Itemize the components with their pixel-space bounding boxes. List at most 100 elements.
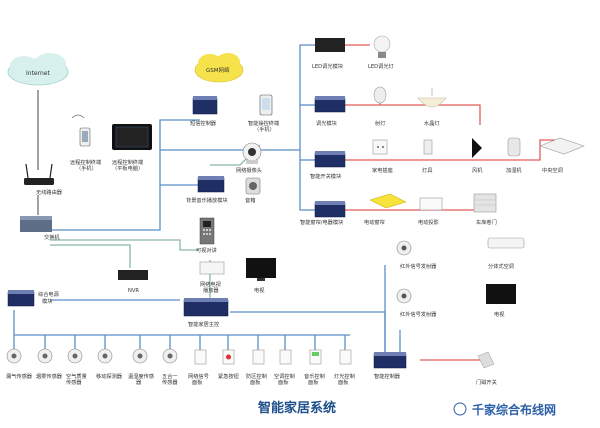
humidifier-label: 加湿机 <box>506 166 522 174</box>
wire-bus-curtain <box>299 150 315 211</box>
svg-text:面板: 面板 <box>338 378 349 386</box>
socket-label: 家电插座 <box>372 166 393 174</box>
ir-emitter-1-icon <box>396 240 412 256</box>
air-sensor-icon <box>67 348 83 364</box>
gsm-cloud: GSM网络 <box>194 53 244 83</box>
svg-text:移动探测器: 移动探测器 <box>96 372 123 380</box>
five-in-one-sensor-icon <box>162 348 178 364</box>
garage-label: 车库卷门 <box>476 218 497 226</box>
fan-label: 风机 <box>472 166 483 174</box>
svg-text:五合一: 五合一 <box>162 372 178 380</box>
set-top-label: 网络电视 <box>200 280 221 288</box>
svg-text:空气质量: 空气质量 <box>66 372 87 380</box>
ir-1-label: 红外信号发射器 <box>400 262 437 270</box>
zone-panel-icon <box>252 349 265 365</box>
sms-label: 短信控制器 <box>190 119 217 127</box>
tv2-label: 电视 <box>494 310 504 318</box>
set-top-box-icon <box>199 261 225 275</box>
network-panel-icon <box>194 349 207 365</box>
curtain-module-icon <box>314 201 346 218</box>
wire-switch-nvr <box>50 244 131 268</box>
smart-phone-icon <box>259 94 273 116</box>
wire-main-bus <box>50 44 315 231</box>
ir-2-label: 红外信号发射器 <box>400 310 437 318</box>
music-panel-icon <box>309 349 322 365</box>
power-module-icon <box>7 290 35 307</box>
tv2-icon <box>486 284 516 304</box>
svg-text:（手机）: （手机） <box>254 125 275 133</box>
wire-switch-out <box>345 139 555 161</box>
crystal-light-label: 水晶灯 <box>424 119 440 127</box>
speaker-label: 音箱 <box>245 196 255 204</box>
fan-icon <box>472 138 482 158</box>
svg-text:防区控制: 防区控制 <box>246 372 267 380</box>
lamp-icon <box>423 139 433 155</box>
internet-label: Internet <box>26 70 50 77</box>
svg-text:器: 器 <box>136 379 142 386</box>
wire-switch-intercom <box>50 239 198 251</box>
music-module-icon <box>197 176 225 193</box>
gsm-label: GSM网络 <box>206 66 230 74</box>
svg-text:音乐控制: 音乐控制 <box>304 372 325 380</box>
projector-label: 电动投影 <box>418 218 439 226</box>
remote-tablet-label: 远程控制终端 <box>112 158 143 166</box>
camera-icon <box>242 142 262 164</box>
sensor-labels: 漏气传感器 烟雾传感器 空气质量 传感器 移动探测器 温湿度传感 器 五合一 传… <box>6 372 355 386</box>
sensors-row <box>6 348 178 364</box>
dimmer-label: 调光模块 <box>316 119 338 127</box>
svg-text:传感器: 传感器 <box>162 378 178 386</box>
svg-text:空调控制: 空调控制 <box>274 372 295 380</box>
led-module-icon <box>315 38 345 52</box>
dimmer-module-icon <box>314 96 346 113</box>
svg-text:面板: 面板 <box>192 378 203 386</box>
svg-text:烟雾传感器: 烟雾传感器 <box>36 372 63 380</box>
panels-row <box>194 349 352 365</box>
door-magnet-label: 门磁开关 <box>476 378 497 386</box>
svg-text:温湿度传感: 温湿度传感 <box>128 372 154 380</box>
sms-controller-icon <box>192 96 218 115</box>
music-module-label: 背景音乐播放模块 <box>186 196 228 204</box>
svg-text:灯光控制: 灯光控制 <box>334 372 355 380</box>
curtain-icon <box>369 193 407 209</box>
speaker-icon <box>245 177 261 195</box>
smart-phone-label: 智能操控终端 <box>248 119 279 127</box>
watermark-text: 千家综合布线网 <box>472 402 556 417</box>
crystal-light-icon <box>417 88 447 108</box>
svg-text:播放器: 播放器 <box>203 286 219 294</box>
motion-sensor-icon <box>97 348 113 364</box>
svg-text:漏气传感器: 漏气传感器 <box>6 372 33 380</box>
temp-sensor-icon <box>132 348 148 364</box>
light-panel-icon <box>339 349 352 365</box>
sensor-drops <box>13 335 346 350</box>
led-bulb-icon <box>373 35 391 58</box>
svg-text:面板: 面板 <box>308 378 319 386</box>
intercom-icon <box>199 217 215 245</box>
svg-text:网络信号: 网络信号 <box>188 372 209 380</box>
garage-door-icon <box>473 193 497 213</box>
lamp-label: 灯具 <box>422 166 432 174</box>
ir-emitter-2-icon <box>396 288 412 304</box>
host-label: 智能家居主控 <box>188 320 219 328</box>
ac-panel-icon <box>279 349 292 365</box>
power-module-label: 综合电源 <box>38 290 60 298</box>
door-magnet-icon <box>477 351 495 369</box>
projector-screen-icon <box>419 197 443 211</box>
switch-module-label: 智能开关模块 <box>310 172 342 180</box>
svg-text:面板: 面板 <box>250 378 261 386</box>
wire-dimmer-out <box>345 104 481 125</box>
svg-text:（手机）: （手机） <box>76 164 97 172</box>
curtain-label: 电动窗帘 <box>364 218 385 226</box>
central-ac-label: 中央空调 <box>542 166 563 174</box>
internet-cloud: Internet <box>7 53 69 86</box>
router-label: 无线路由器 <box>36 188 63 196</box>
controller-label: 智能控制器 <box>374 372 401 380</box>
host-controller-icon <box>183 298 229 317</box>
led-module-label: LED调光模块 <box>312 62 344 70</box>
smoke-sensor-icon <box>37 348 53 364</box>
gas-sensor-icon <box>6 348 22 364</box>
intercom-label: 可视对讲 <box>196 246 217 254</box>
humidifier-icon <box>507 137 521 157</box>
led-light-label: LED调光灯 <box>368 62 394 70</box>
